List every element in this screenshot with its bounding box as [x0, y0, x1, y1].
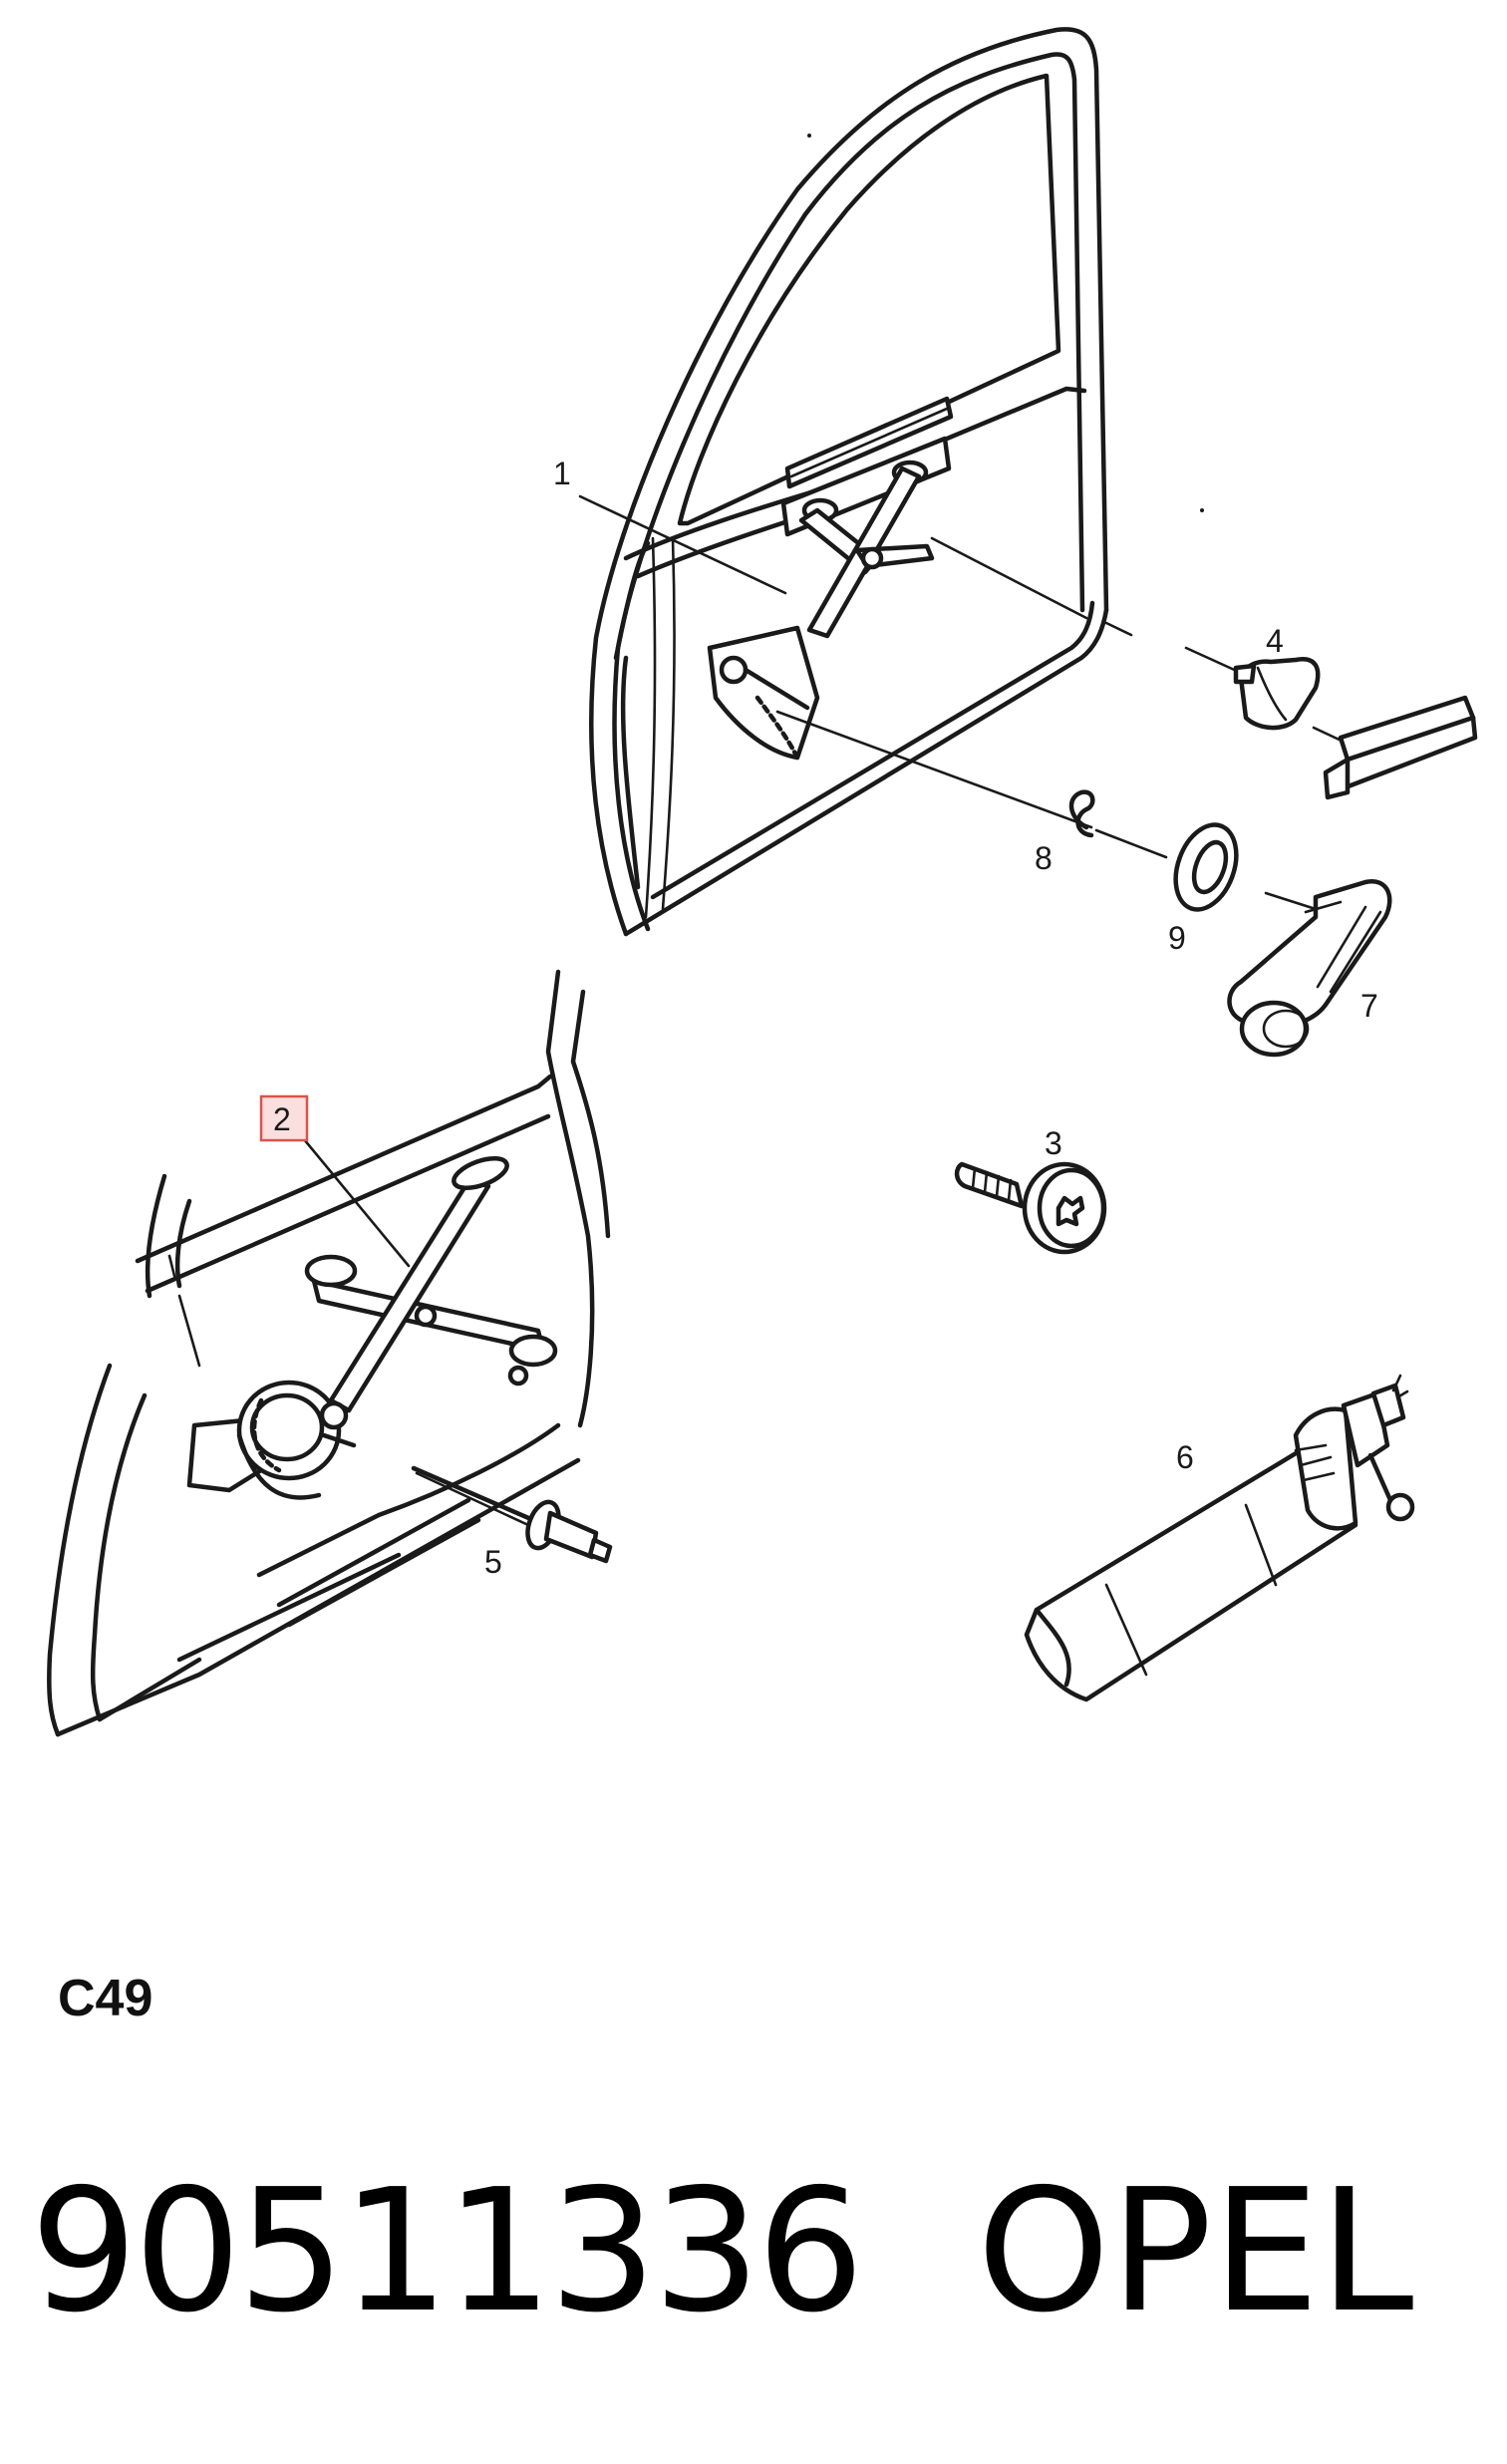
window-regulator-upper	[707, 396, 1318, 911]
callout-labels: 1 2 3 4 5 6 7 8 9	[259, 456, 1378, 1580]
callout-4: 4	[1266, 623, 1284, 659]
callout-7: 7	[1360, 988, 1378, 1024]
callout-2-highlight	[259, 1094, 309, 1142]
grease-tube-part-6	[1024, 1374, 1415, 1702]
callout-1: 1	[553, 456, 571, 491]
door-frame-lower	[47, 969, 611, 1737]
rivet-part-5	[411, 1465, 613, 1564]
callout-6: 6	[1176, 1439, 1194, 1475]
washer-part-9	[1173, 822, 1239, 912]
callout-5: 5	[484, 1544, 502, 1580]
clip-part-4	[1233, 656, 1478, 800]
window-regulator-lower	[186, 1155, 558, 1500]
spring-clip-part-8	[1068, 789, 1095, 838]
screw-part-3	[954, 1161, 1107, 1255]
brand-name: OPEL	[977, 2153, 1414, 2350]
callout-9: 9	[1168, 920, 1186, 956]
door-frame-upper	[589, 27, 1109, 937]
diagram-code: C49	[58, 1970, 153, 2027]
callout-2: 2	[273, 1101, 291, 1137]
callout-8: 8	[1035, 840, 1053, 876]
crank-handle-part-7	[1227, 878, 1392, 1058]
part-number: 90511336	[30, 2153, 864, 2350]
callout-leaders	[302, 494, 787, 1268]
footer: 90511336 OPEL	[30, 2153, 1485, 2352]
callout-3: 3	[1045, 1125, 1062, 1161]
